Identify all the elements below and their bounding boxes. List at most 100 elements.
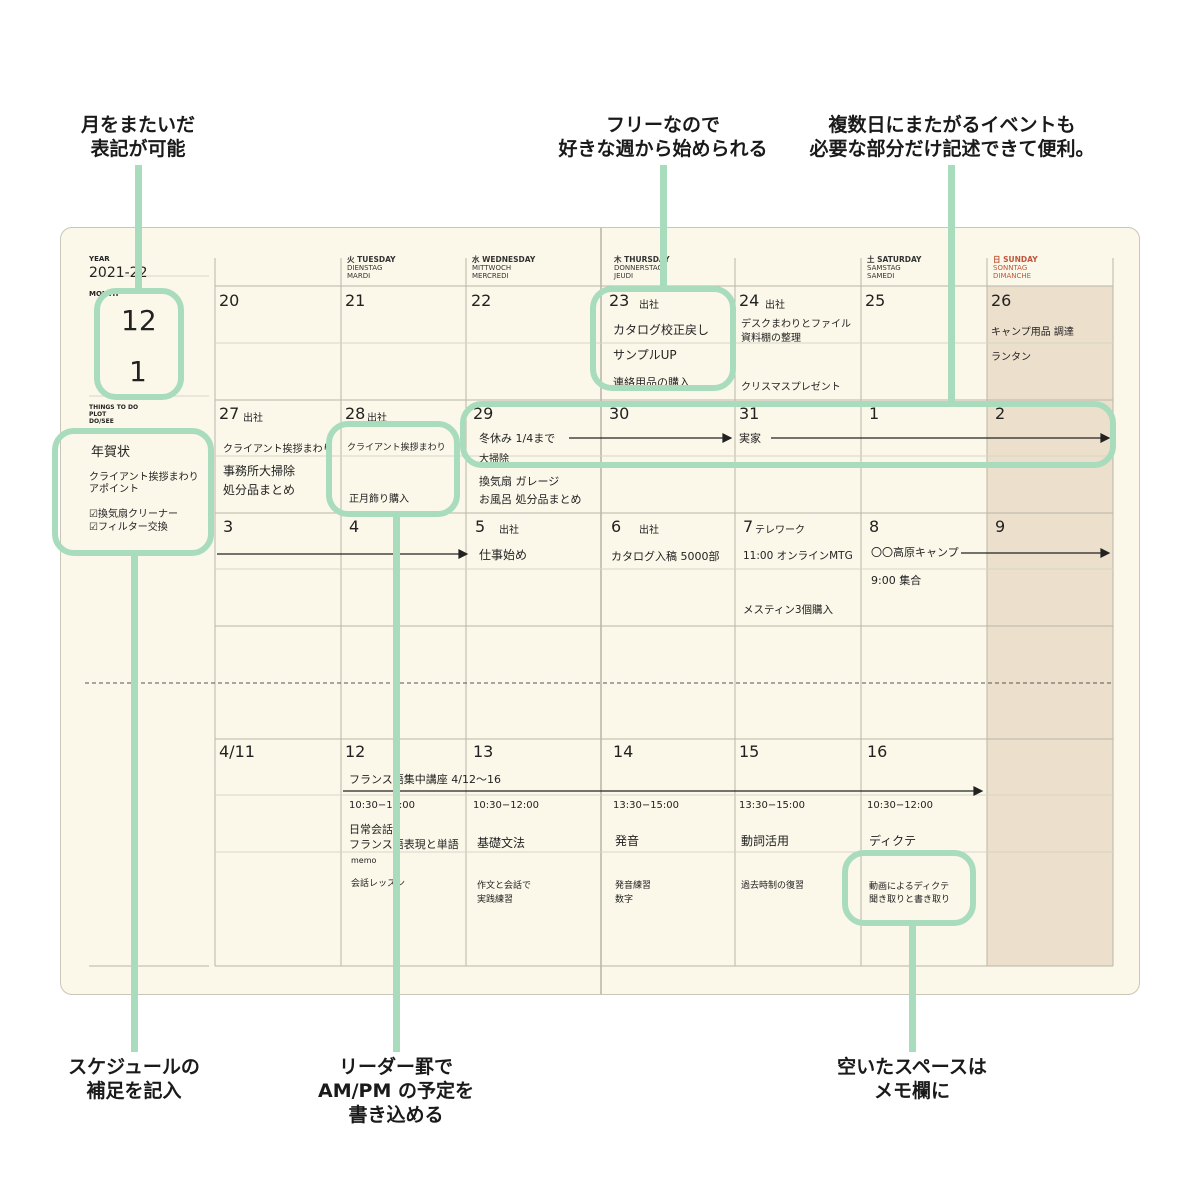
date-4-11: 4/11 xyxy=(219,742,255,761)
things-label: THINGS TO DO PLOT DO/SEE xyxy=(89,404,139,425)
w4-13-subject: 基礎文法 xyxy=(477,836,526,850)
w4-15-memo: 過去時制の復習 xyxy=(741,881,805,891)
w2-27-line-3: 処分品まとめ xyxy=(223,483,296,497)
w3-8-line-2: 9:00 集合 xyxy=(871,574,922,587)
date-25: 25 xyxy=(865,291,886,310)
date-22: 22 xyxy=(471,291,492,310)
w4-14-memo-1: 発音練習 xyxy=(615,881,652,891)
date-2: 2 xyxy=(995,404,1006,423)
connector-free-week xyxy=(660,165,667,290)
date-16: 16 xyxy=(867,742,888,761)
w4-14-subject: 発音 xyxy=(615,834,640,848)
highlight-supplement xyxy=(52,428,214,556)
note-title: 年賀状 xyxy=(91,445,131,460)
w4-15-subject: 動詞活用 xyxy=(741,834,790,848)
date-9: 9 xyxy=(995,517,1006,536)
callout-multi-day: 複数日にまたがるイベントも 必要な部分だけ記述できて便利。 xyxy=(809,114,1095,160)
w2-28-line-2: 正月飾り購入 xyxy=(349,494,409,505)
w1-24-bottom: クリスマスプレゼント xyxy=(741,382,841,393)
checkbox-checked-icon: ☑ xyxy=(89,522,98,533)
tag-7: テレワーク xyxy=(755,525,805,536)
highlight-months xyxy=(94,288,184,400)
w4-16-time: 10:30−12:00 xyxy=(867,800,934,811)
month-second: 1 xyxy=(129,355,147,388)
w2-29-line-2: お風呂 処分品まとめ xyxy=(479,493,582,506)
date-31: 31 xyxy=(739,404,760,423)
w3-8-line-1: 〇〇高原キャンプ xyxy=(871,546,959,559)
w1-24-line-1: デスクまわりとファイル xyxy=(741,319,851,330)
w2-28-line-1: クライアント挨拶まわり xyxy=(347,443,446,453)
date-30: 30 xyxy=(609,404,630,423)
w4-12-subject: 日常会話 xyxy=(349,823,393,836)
check-item-1: ☑換気扇クリーナー xyxy=(89,509,178,520)
w3-7-line-2: メスティン3個購入 xyxy=(743,604,834,616)
date-20: 20 xyxy=(219,291,240,310)
month-first: 12 xyxy=(121,304,157,337)
date-1: 1 xyxy=(869,404,880,423)
w2-31-event: 実家 xyxy=(739,432,761,445)
w2-29-under: 大掃除 xyxy=(479,454,509,465)
w4-13-time: 10:30−12:00 xyxy=(473,800,540,811)
tag-5: 出社 xyxy=(499,525,519,536)
w4-16-subject: ディクテ xyxy=(869,834,917,848)
year-label: YEAR xyxy=(89,255,110,263)
callout-free-week: フリーなので 好きな週から始められる xyxy=(558,114,768,160)
checkbox-checked-icon: ☑ xyxy=(89,509,98,520)
connector-memo xyxy=(909,924,916,1052)
connector-leader xyxy=(393,515,400,1052)
check-item-2: ☑フィルター交換 xyxy=(89,522,168,533)
year-value: 2021-22 xyxy=(89,265,148,281)
w2-27-line-1: クライアント挨拶まわり xyxy=(223,444,333,455)
w1-26-line-1: キャンプ用品 調達 xyxy=(991,327,1074,338)
date-5: 5 xyxy=(475,517,486,536)
date-13: 13 xyxy=(473,742,494,761)
date-3: 3 xyxy=(223,517,234,536)
w4-12-time: 10:30−12:00 xyxy=(349,800,416,811)
highlight-leader-lines xyxy=(326,421,460,517)
w4-13-memo-1: 作文と会話で xyxy=(477,881,532,891)
w1-23-line-2: サンプルUP xyxy=(613,348,677,362)
date-14: 14 xyxy=(613,742,634,761)
w4-12-subject-2: フランス語表現と単語 xyxy=(349,838,459,851)
date-28: 28 xyxy=(345,404,366,423)
connector-multi-day xyxy=(948,165,955,405)
date-15: 15 xyxy=(739,742,760,761)
connector-supplement xyxy=(131,555,138,1052)
w4-15-time: 13:30−15:00 xyxy=(739,800,806,811)
date-23: 23 xyxy=(609,291,630,310)
date-21: 21 xyxy=(345,291,366,310)
w4-14-memo-2: 数字 xyxy=(615,895,634,905)
highlight-multi-day xyxy=(460,401,1116,468)
tag-6: 出社 xyxy=(639,525,659,536)
w3-6-line: カタログ入稿 5000部 xyxy=(611,550,720,563)
note-line-2: アポイント xyxy=(89,484,139,495)
tag-27: 出社 xyxy=(243,413,263,424)
w3-5-line: 仕事始め xyxy=(479,548,528,562)
w4-14-time: 13:30−15:00 xyxy=(613,800,680,811)
w1-24-line-2: 資料棚の整理 xyxy=(741,333,801,344)
w2-29-line-1: 換気扇 ガレージ xyxy=(479,475,560,488)
callout-supplement: スケジュールの 補足を記入 xyxy=(68,1056,200,1102)
date-4: 4 xyxy=(349,517,360,536)
highlight-memo xyxy=(842,850,976,926)
holiday-event: 冬休み 1/4まで xyxy=(479,432,556,445)
highlight-thursday-23 xyxy=(590,286,736,391)
w4-12-memo: 会話レッスン xyxy=(351,879,406,889)
w1-26-line-2: ランタン xyxy=(991,352,1031,363)
date-27: 27 xyxy=(219,404,240,423)
w4-16-memo-2: 聞き取りと書き取り xyxy=(869,895,951,905)
date-26: 26 xyxy=(991,291,1012,310)
w4-12-memo-label: memo xyxy=(351,856,377,865)
tag-23: 出社 xyxy=(639,300,659,311)
date-12: 12 xyxy=(345,742,366,761)
date-8: 8 xyxy=(869,517,880,536)
callout-leader-lines: リーダー罫で AM/PM の予定を 書き込める xyxy=(318,1056,474,1126)
w4-13-memo-2: 実践練習 xyxy=(477,895,514,905)
w3-7-line-1: 11:00 オンラインMTG xyxy=(743,550,853,562)
planner-grid xyxy=(85,228,1114,994)
date-24: 24 xyxy=(739,291,760,310)
